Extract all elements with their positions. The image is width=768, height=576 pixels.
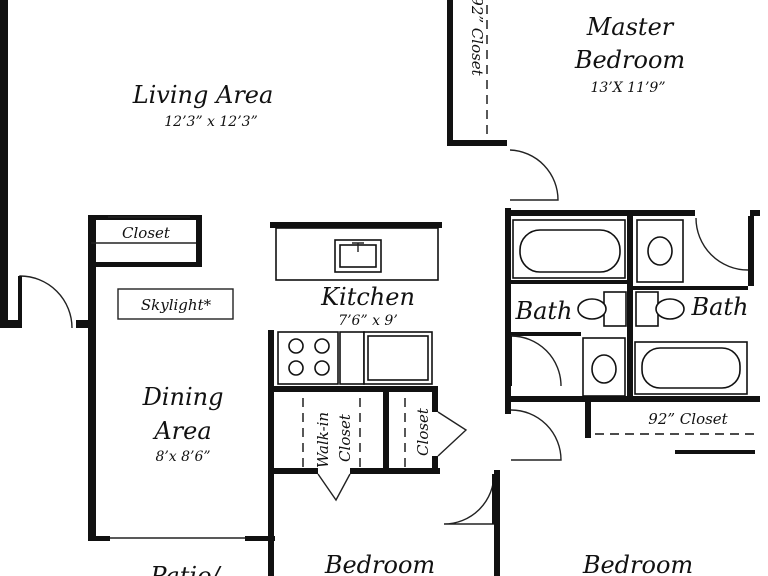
walk-in-door-swing	[317, 473, 351, 502]
bedroom-left-door-swing	[443, 473, 495, 525]
kitchen-label: Kitchen	[320, 283, 415, 311]
dining-closet-label: Closet	[122, 224, 171, 242]
bedroom-right-door-swing	[510, 409, 562, 461]
master-door-swing	[509, 149, 559, 201]
living-area-label: Living Area	[132, 81, 274, 109]
stove-icon	[277, 331, 339, 385]
skylight-box	[117, 288, 234, 320]
bedroom-left-label: Bedroom	[324, 551, 435, 576]
bath-right-door-swing	[695, 217, 749, 271]
living-area-dims: 12’3” x 12’3”	[164, 114, 257, 130]
toilet-right-icon	[635, 291, 659, 327]
master-bedroom-label-line2: Bedroom	[574, 46, 685, 74]
closet-rods	[91, 5, 755, 468]
walk-in-closet-label-line1: Walk-in	[314, 412, 332, 468]
bedroom-right-label: Bedroom	[582, 551, 693, 576]
dining-area-label-line1: Dining	[142, 383, 224, 411]
patio-label: Patio/	[149, 562, 222, 576]
kitchen-fixtures	[270, 222, 442, 385]
toilet-left-icon	[603, 291, 627, 327]
small-closet-label: Closet	[414, 407, 432, 456]
counter	[339, 331, 365, 385]
kitchen-dims: 7’6” x 9’	[338, 313, 398, 329]
skylight-label: Skylight*	[141, 296, 212, 314]
top-closet-label: 92” Closet	[468, 0, 486, 77]
doors	[18, 149, 749, 539]
small-closet-door-swing	[437, 411, 468, 457]
walk-in-closet-label-line2: Closet	[336, 413, 354, 462]
bath-right-label: Bath	[690, 293, 748, 321]
master-bedroom-dims: 13’X 11’9”	[590, 80, 665, 96]
dining-area-label-line2: Area	[152, 417, 211, 445]
master-bedroom-label-line1: Master	[586, 13, 675, 41]
entry-door-swing	[19, 275, 73, 329]
bath-left-label: Bath	[514, 297, 572, 325]
bath-fixtures	[512, 219, 748, 397]
bath-left-door-swing	[510, 335, 562, 387]
right-closet-label: 92” Closet	[648, 410, 728, 428]
dining-area-dims: 8’x 8’6”	[155, 449, 210, 465]
